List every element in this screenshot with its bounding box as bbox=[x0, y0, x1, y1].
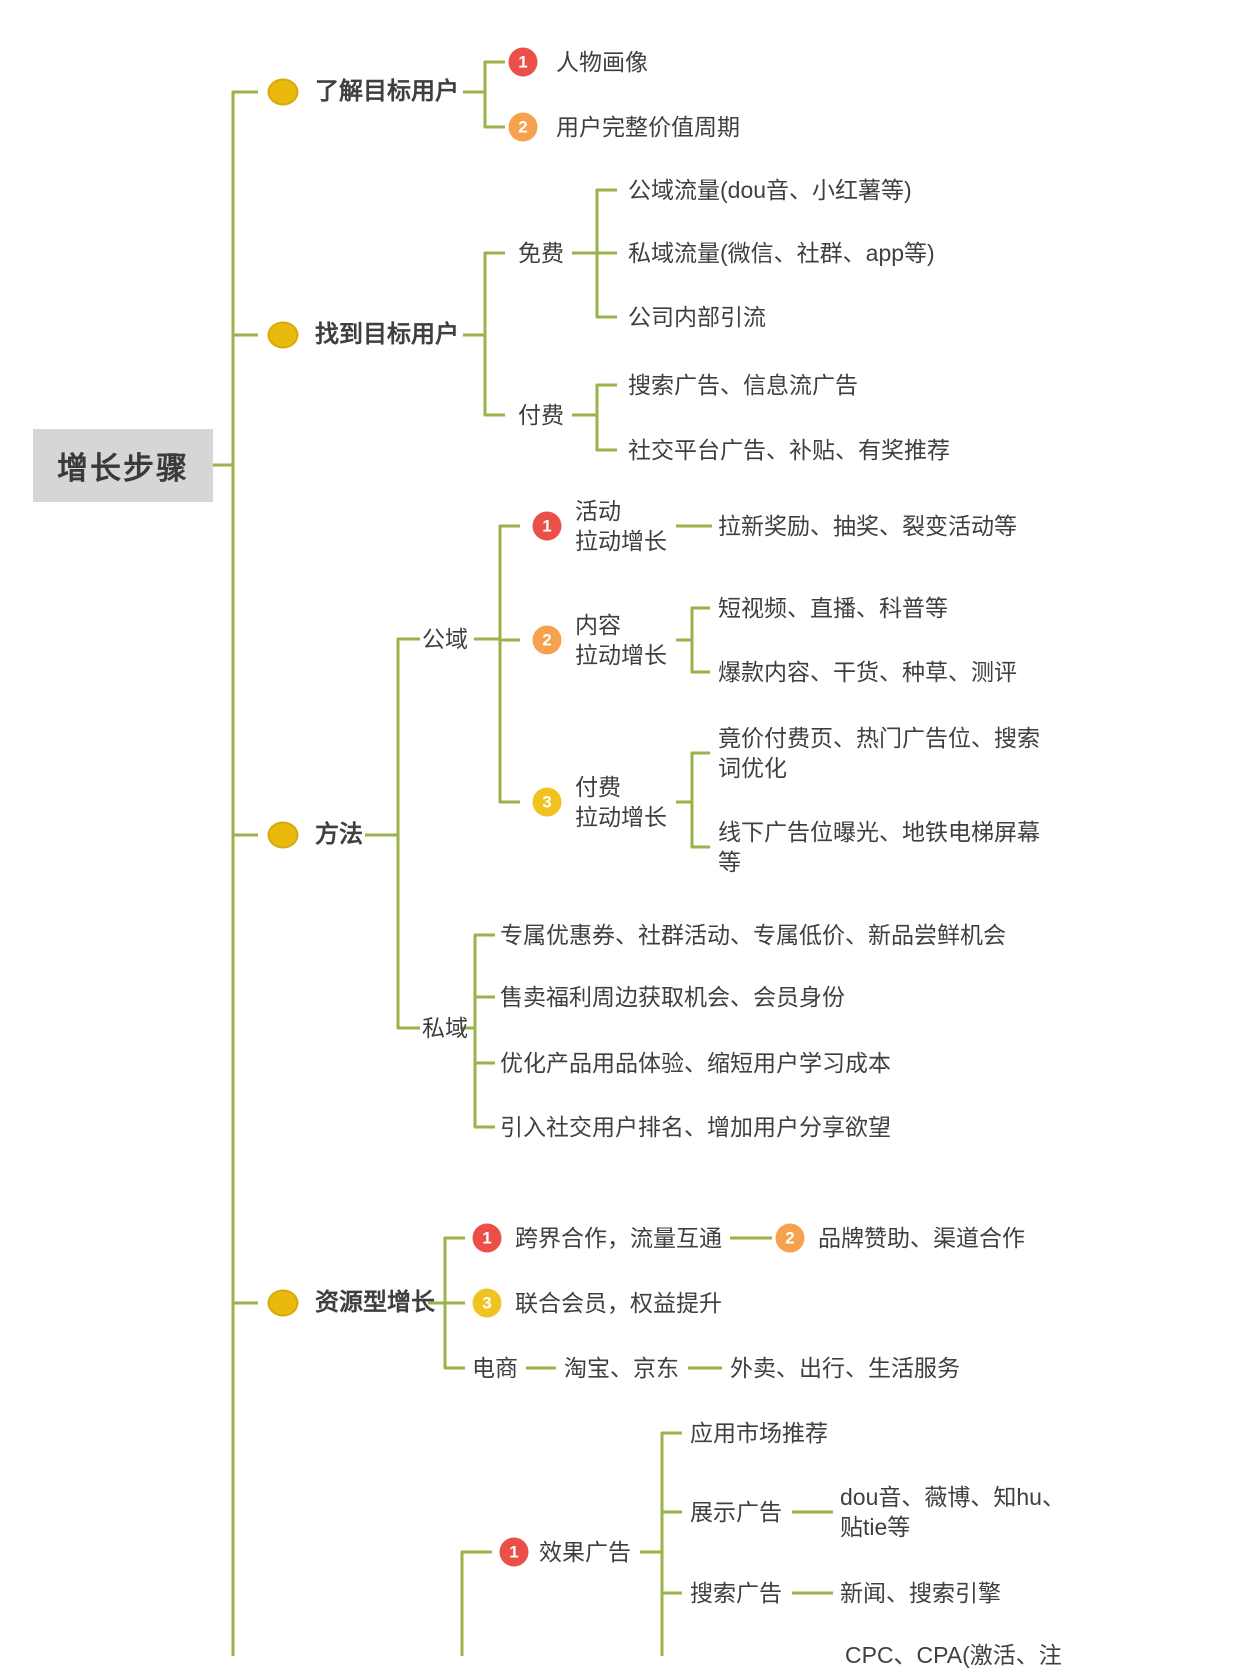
leaf-offline-ads[interactable]: 线下广告位曝光、地铁电梯屏幕 等 bbox=[718, 819, 1040, 875]
leaf-referral-rewards[interactable]: 拉新奖励、抽奖、裂变活动等 bbox=[718, 513, 1017, 539]
leaf-hit-content[interactable]: 爆款内容、干货、种草、测评 bbox=[718, 659, 1017, 685]
topic-performance-ads[interactable]: 效果广告 bbox=[539, 1539, 631, 1565]
topic-content-growth[interactable]: 内容 拉动增长 bbox=[575, 612, 667, 668]
leaf-search-feed-ads[interactable]: 搜索广告、信息流广告 bbox=[628, 372, 858, 398]
badge-1-icon: 1 bbox=[532, 511, 562, 541]
branch-dot-icon bbox=[267, 1289, 299, 1317]
topic-user-value-cycle[interactable]: 用户完整价值周期 bbox=[556, 114, 740, 140]
topic-root[interactable]: 增长步骤 bbox=[33, 429, 213, 502]
topic-search-ads[interactable]: 搜索广告 bbox=[690, 1580, 782, 1606]
leaf-private-traffic[interactable]: 私域流量(微信、社群、app等) bbox=[628, 240, 935, 266]
topic-ecommerce[interactable]: 电商 bbox=[472, 1355, 518, 1381]
leaf-welfare-merch[interactable]: 售卖福利周边获取机会、会员身份 bbox=[500, 984, 845, 1010]
leaf-display-platforms[interactable]: dou音、薇博、知hu、 贴tie等 bbox=[840, 1484, 1065, 1540]
branch-dot-icon bbox=[267, 78, 299, 106]
leaf-short-video-live[interactable]: 短视频、直播、科普等 bbox=[718, 595, 948, 621]
topic-private-domain[interactable]: 私域 bbox=[422, 1015, 468, 1041]
leaf-social-ranking[interactable]: 引入社交用户排名、增加用户分享欲望 bbox=[500, 1114, 891, 1140]
badge-2-icon: 2 bbox=[532, 625, 562, 655]
badge-2-icon: 2 bbox=[508, 112, 538, 142]
leaf-optimize-experience[interactable]: 优化产品用品体验、缩短用户学习成本 bbox=[500, 1050, 891, 1076]
topic-resource-growth[interactable]: 资源型增长 bbox=[315, 1289, 435, 1316]
badge-2-icon: 2 bbox=[775, 1223, 805, 1253]
root-label: 增长步骤 bbox=[57, 451, 189, 486]
topic-paid-growth[interactable]: 付费 拉动增长 bbox=[575, 774, 667, 830]
topic-method[interactable]: 方法 bbox=[315, 821, 363, 848]
topic-cross-cooperation[interactable]: 跨界合作，流量互通 bbox=[515, 1225, 722, 1251]
branch-dot-icon bbox=[267, 821, 299, 849]
leaf-bidding-ads[interactable]: 竟价付费页、热门广告位、搜索 词优化 bbox=[718, 725, 1040, 781]
topic-activity-growth[interactable]: 活动 拉动增长 bbox=[575, 498, 667, 554]
topic-understand-target-users[interactable]: 了解目标用户 bbox=[315, 78, 459, 105]
badge-1-icon: 1 bbox=[472, 1223, 502, 1253]
leaf-cpc-cpa-clipped[interactable]: CPC、CPA(激活、注 bbox=[845, 1642, 1062, 1668]
branch-dot-icon bbox=[267, 321, 299, 349]
topic-paid[interactable]: 付费 bbox=[518, 402, 564, 428]
leaf-brand-sponsorship[interactable]: 品牌赞助、渠道合作 bbox=[818, 1225, 1025, 1251]
leaf-delivery-travel-services[interactable]: 外卖、出行、生活服务 bbox=[730, 1355, 960, 1381]
badge-3-icon: 3 bbox=[472, 1288, 502, 1318]
leaf-news-search-engine[interactable]: 新闻、搜索引擎 bbox=[840, 1580, 1001, 1606]
topic-display-ads[interactable]: 展示广告 bbox=[690, 1499, 782, 1525]
leaf-taobao-jd[interactable]: 淘宝、京东 bbox=[564, 1355, 679, 1381]
leaf-internal-referral[interactable]: 公司内部引流 bbox=[628, 304, 766, 330]
topic-free[interactable]: 免费 bbox=[518, 240, 564, 266]
badge-3-icon: 3 bbox=[532, 787, 562, 817]
leaf-public-traffic[interactable]: 公域流量(dou音、小红薯等) bbox=[628, 177, 912, 203]
topic-public-domain[interactable]: 公域 bbox=[422, 626, 468, 652]
leaf-social-ads-subsidy[interactable]: 社交平台广告、补贴、有奖推荐 bbox=[628, 437, 950, 463]
topic-joint-membership[interactable]: 联合会员，权益提升 bbox=[515, 1290, 722, 1316]
badge-1-icon: 1 bbox=[499, 1537, 529, 1567]
leaf-app-market[interactable]: 应用市场推荐 bbox=[690, 1420, 828, 1446]
topic-persona[interactable]: 人物画像 bbox=[556, 49, 648, 75]
badge-1-icon: 1 bbox=[508, 47, 538, 77]
topic-find-target-users[interactable]: 找到目标用户 bbox=[315, 321, 459, 348]
leaf-exclusive-coupons[interactable]: 专属优惠券、社群活动、专属低价、新品尝鲜机会 bbox=[500, 922, 1006, 948]
